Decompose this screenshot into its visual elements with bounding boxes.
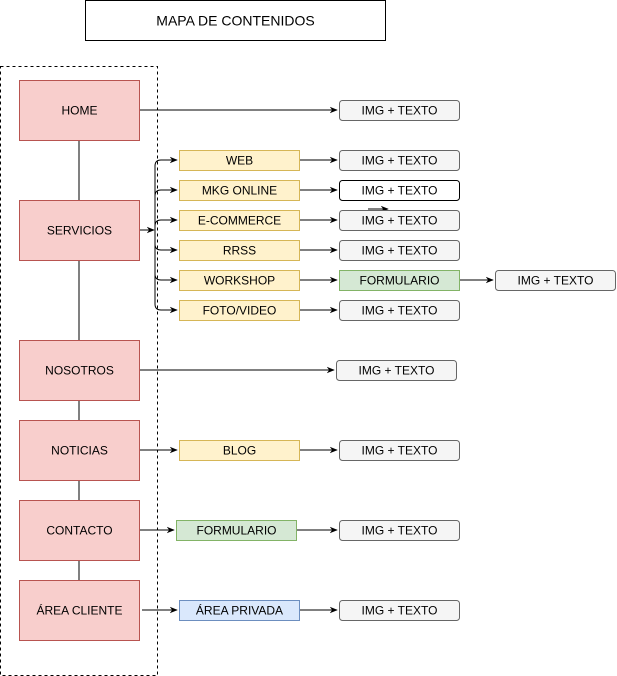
title-box: MAPA DE CONTENIDOS xyxy=(85,0,386,41)
servicio-node-mkg-online-label: MKG ONLINE xyxy=(202,184,277,198)
content-node-home-label: IMG + TEXTO xyxy=(362,104,438,118)
servicio-node-rrss-shape xyxy=(179,240,300,261)
main-node-noticias: NOTICIAS xyxy=(19,420,140,481)
content-node-foto-video-label: IMG + TEXTO xyxy=(362,304,438,318)
content-node-mkg-online-label: IMG + TEXTO xyxy=(362,184,438,198)
workshop-form-node: FORMULARIO xyxy=(339,270,460,291)
content-node-nosotros-shape xyxy=(336,360,457,381)
servicio-node-workshop: WORKSHOP xyxy=(179,270,300,291)
content-node-foto-video-shape xyxy=(339,300,460,321)
main-node-nosotros-label: NOSOTROS xyxy=(45,364,114,378)
content-node-mkg-online: IMG + TEXTO xyxy=(339,180,460,201)
content-node-nosotros-label: IMG + TEXTO xyxy=(359,364,435,378)
private-area-node-label: ÁREA PRIVADA xyxy=(196,603,283,618)
blog-node-shape xyxy=(179,440,300,461)
main-node-contacto-shape xyxy=(19,500,140,561)
content-node-e-commerce: IMG + TEXTO xyxy=(339,210,460,231)
servicio-node-e-commerce: E-COMMERCE xyxy=(179,210,300,231)
content-node-area-privada-shape xyxy=(339,600,460,621)
content-node-rrss: IMG + TEXTO xyxy=(339,240,460,261)
main-node-servicios-label: SERVICIOS xyxy=(47,224,112,238)
main-node-home-label: HOME xyxy=(62,104,98,118)
content-node-workshop: IMG + TEXTO xyxy=(495,270,616,291)
main-sections-group xyxy=(0,66,158,676)
private-area-node-shape xyxy=(179,600,300,621)
servicio-node-rrss-label: RRSS xyxy=(223,244,256,258)
content-node-mkg-online-shape xyxy=(339,180,460,201)
content-node-blog-label: IMG + TEXTO xyxy=(362,444,438,458)
main-node-area-cliente-label: ÁREA CLIENTE xyxy=(36,603,122,618)
main-node-nosotros-shape xyxy=(19,340,140,401)
workshop-form-node-shape xyxy=(339,270,460,291)
content-node-area-privada: IMG + TEXTO xyxy=(339,600,460,621)
content-node-home: IMG + TEXTO xyxy=(339,100,460,121)
content-node-rrss-label: IMG + TEXTO xyxy=(362,244,438,258)
servicio-node-rrss: RRSS xyxy=(179,240,300,261)
content-node-contacto-shape xyxy=(339,520,460,541)
private-area-node: ÁREA PRIVADA xyxy=(179,600,300,621)
main-node-home: HOME xyxy=(19,80,140,141)
content-node-home-shape xyxy=(339,100,460,121)
content-node-contacto-label: IMG + TEXTO xyxy=(362,524,438,538)
content-node-workshop-shape xyxy=(495,270,616,291)
content-node-blog: IMG + TEXTO xyxy=(339,440,460,461)
content-node-blog-shape xyxy=(339,440,460,461)
main-node-servicios: SERVICIOS xyxy=(19,200,140,261)
content-node-contacto: IMG + TEXTO xyxy=(339,520,460,541)
servicio-node-foto-video-label: FOTO/VIDEO xyxy=(203,304,277,318)
servicios-children: WEB MKG ONLINE E-COMMERCE RRSS WORKSHOP FOTO/… xyxy=(179,150,300,321)
servicio-node-web: WEB xyxy=(179,150,300,171)
main-node-home-shape xyxy=(19,80,140,141)
content-node-nosotros: IMG + TEXTO xyxy=(336,360,457,381)
diagram-title: MAPA DE CONTENIDOS xyxy=(156,13,314,29)
content-node-area-privada-label: IMG + TEXTO xyxy=(362,604,438,618)
main-node-area-cliente: ÁREA CLIENTE xyxy=(19,580,140,641)
servicios-bracket xyxy=(154,156,178,230)
content-node-web-label: IMG + TEXTO xyxy=(362,154,438,168)
main-node-nosotros: NOSOTROS xyxy=(19,340,140,401)
content-node-web-shape xyxy=(339,150,460,171)
contact-form-node-shape xyxy=(176,520,297,541)
servicio-node-web-shape xyxy=(179,150,300,171)
main-node-servicios-shape xyxy=(19,200,140,261)
workshop-form-node-label: FORMULARIO xyxy=(359,274,439,288)
content-nodes: IMG + TEXTO IMG + TEXTO IMG + TEXTO IMG + T… xyxy=(336,100,616,621)
main-node-noticias-shape xyxy=(19,420,140,481)
blog-node: BLOG xyxy=(179,440,300,461)
content-node-e-commerce-shape xyxy=(339,210,460,231)
secondary-nodes: FORMULARIO BLOG FORMULARIO ÁREA PRIVADA xyxy=(176,270,460,621)
contact-form-node: FORMULARIO xyxy=(176,520,297,541)
servicio-node-foto-video-shape xyxy=(179,300,300,321)
main-node-area-cliente-shape xyxy=(19,580,140,641)
content-node-workshop-label: IMG + TEXTO xyxy=(518,274,594,288)
content-node-rrss-shape xyxy=(339,240,460,261)
servicio-node-mkg-online: MKG ONLINE xyxy=(179,180,300,201)
content-node-e-commerce-label: IMG + TEXTO xyxy=(362,214,438,228)
content-node-foto-video: IMG + TEXTO xyxy=(339,300,460,321)
servicio-node-e-commerce-shape xyxy=(179,210,300,231)
blog-node-label: BLOG xyxy=(223,444,256,458)
content-node-web: IMG + TEXTO xyxy=(339,150,460,171)
main-node-contacto: CONTACTO xyxy=(19,500,140,561)
servicio-node-e-commerce-label: E-COMMERCE xyxy=(198,214,281,228)
main-node-contacto-label: CONTACTO xyxy=(46,524,112,538)
main-nodes: HOME SERVICIOS NOSOTROS NOTICIAS CONTACTO ÁRE… xyxy=(19,80,140,641)
servicio-node-mkg-online-shape xyxy=(179,180,300,201)
servicio-node-workshop-shape xyxy=(179,270,300,291)
servicio-node-foto-video: FOTO/VIDEO xyxy=(179,300,300,321)
connectors xyxy=(139,106,494,614)
servicio-node-workshop-label: WORKSHOP xyxy=(204,274,275,288)
servicio-node-web-label: WEB xyxy=(226,154,253,168)
main-node-noticias-label: NOTICIAS xyxy=(51,444,108,458)
contact-form-node-label: FORMULARIO xyxy=(196,524,276,538)
